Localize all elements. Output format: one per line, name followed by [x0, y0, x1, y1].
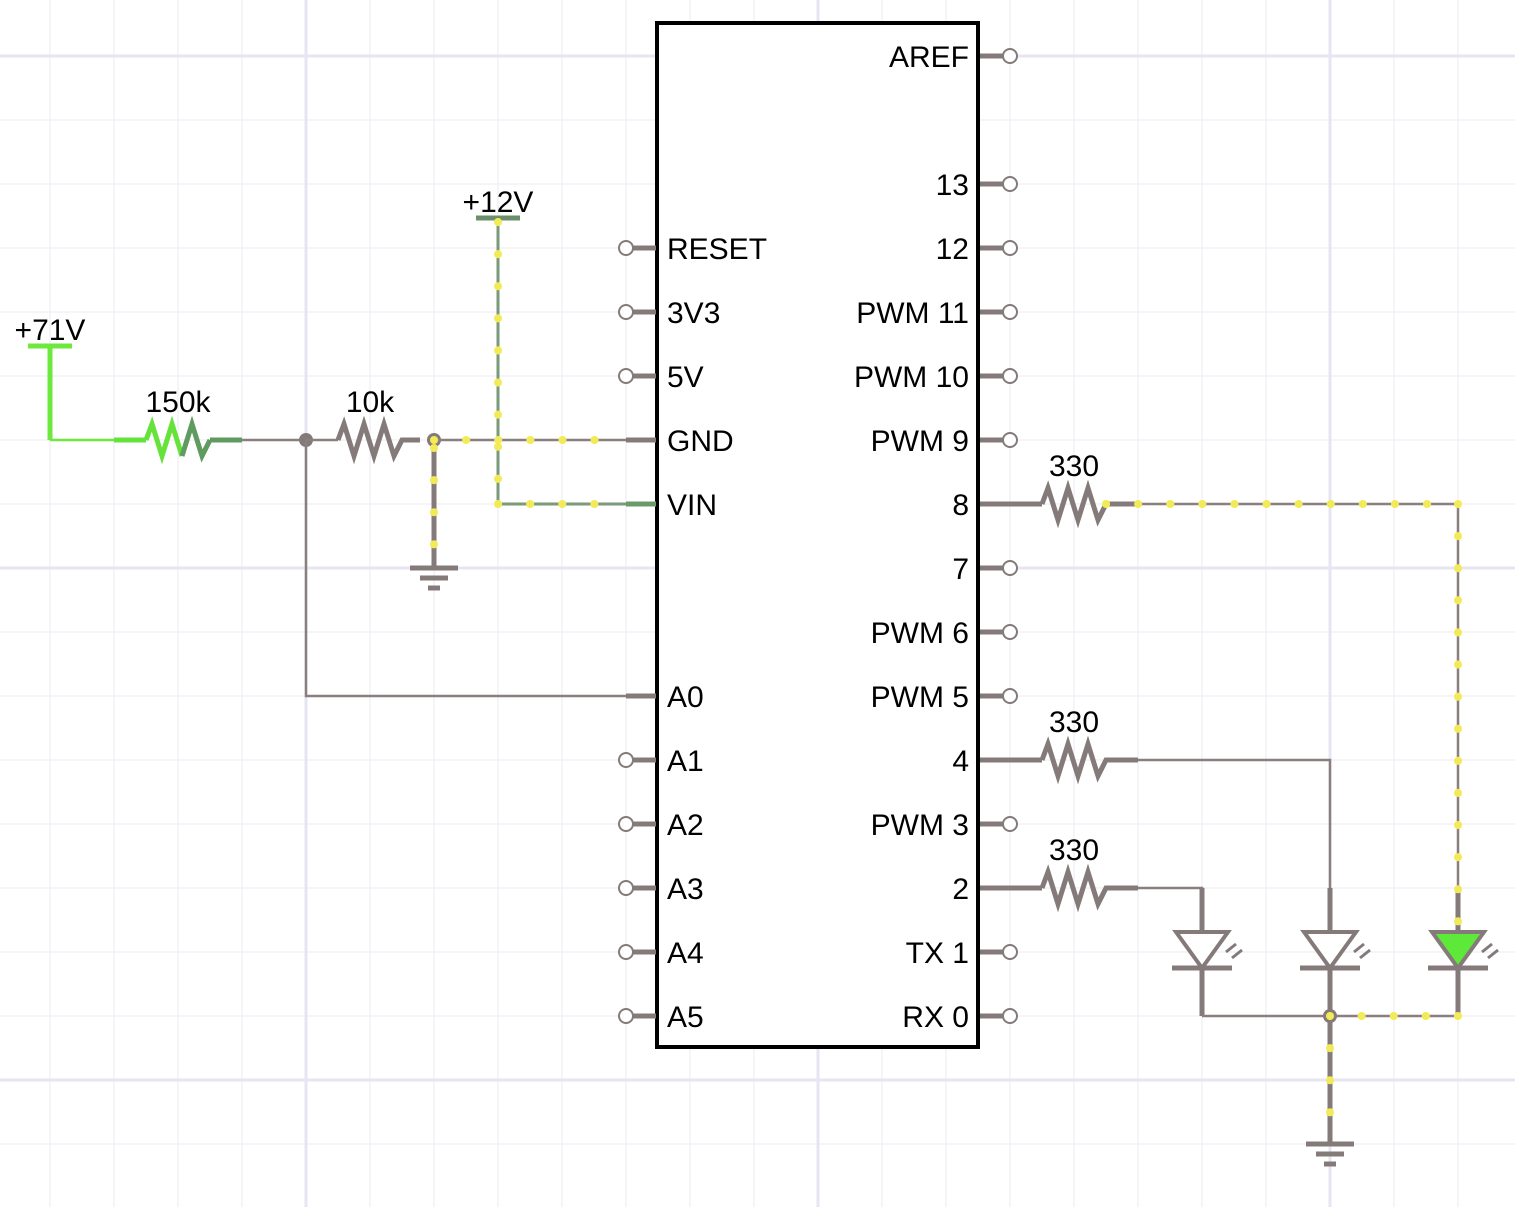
led-2[interactable] [1300, 888, 1371, 1016]
pin-label-gnd: GND [667, 425, 734, 458]
pin-label-pwm9: PWM 9 [871, 425, 969, 458]
current-flow-dots [430, 218, 1462, 1144]
pin-label-3v3: 3V3 [667, 297, 720, 330]
resistor-10k[interactable]: 10k [335, 386, 420, 465]
pin-label-pwm10: PWM 10 [854, 361, 969, 394]
resistor-330-pin4-label: 330 [1049, 706, 1099, 739]
wire-pin2-to-led1[interactable] [1138, 886, 1204, 932]
pin-label-pwm3: PWM 3 [871, 809, 969, 842]
resistor-330-pin8[interactable]: 330 [980, 450, 1138, 529]
led-3-lit[interactable] [1428, 888, 1499, 1016]
resistor-330-pin2-label: 330 [1049, 834, 1099, 867]
pin-label-pwm5: PWM 5 [871, 681, 969, 714]
led-1[interactable] [1172, 888, 1243, 1016]
pin-label-a0: A0 [667, 681, 704, 714]
pin-label-8: 8 [952, 489, 969, 522]
pin-label-pwm11: PWM 11 [856, 297, 969, 330]
wire-node-to-a0[interactable] [304, 440, 626, 698]
supply-71v-label: +71V [15, 314, 86, 347]
resistor-330-pin4[interactable]: 330 [980, 706, 1138, 785]
chip-left-labels: RESET 3V3 5V GND VIN A0 A1 A2 A3 A4 A5 [667, 233, 767, 1034]
wire-pin4-to-led2[interactable] [1138, 758, 1332, 932]
right-pin-stubs [980, 48, 1018, 1024]
pin-label-vin: VIN [667, 489, 717, 522]
left-pin-stubs [618, 240, 656, 1024]
pin-label-7: 7 [952, 553, 969, 586]
pin-label-a4: A4 [667, 937, 704, 970]
pin-label-reset: RESET [667, 233, 767, 266]
resistor-150k[interactable]: 150k [114, 386, 242, 465]
pin-label-4: 4 [952, 745, 969, 778]
pin-label-aref: AREF [889, 41, 969, 74]
pin-label-a3: A3 [667, 873, 704, 906]
pin-label-2: 2 [952, 873, 969, 906]
pin-label-a1: A1 [667, 745, 704, 778]
pin-label-a5: A5 [667, 1001, 704, 1034]
resistor-150k-label: 150k [145, 386, 211, 419]
pin-label-13: 13 [936, 169, 969, 202]
resistor-10k-label: 10k [346, 386, 395, 419]
ground-symbol-right [1306, 1016, 1354, 1167]
supply-12v[interactable]: +12V [463, 186, 534, 504]
chip-right-labels: AREF 13 12 PWM 11 PWM 10 PWM 9 8 7 PWM 6… [854, 41, 969, 1034]
pin-label-tx1: TX 1 [906, 937, 969, 970]
pin-label-12: 12 [936, 233, 969, 266]
pin-label-a2: A2 [667, 809, 704, 842]
resistor-330-pin2[interactable]: 330 [980, 834, 1138, 913]
supply-71v[interactable]: +71V [15, 314, 86, 440]
supply-12v-label: +12V [463, 186, 534, 219]
pin-label-pwm6: PWM 6 [871, 617, 969, 650]
resistor-330-pin8-label: 330 [1049, 450, 1099, 483]
pin-label-rx0: RX 0 [902, 1001, 969, 1034]
microcontroller-body[interactable] [655, 21, 980, 1049]
pin-label-5v: 5V [667, 361, 704, 394]
